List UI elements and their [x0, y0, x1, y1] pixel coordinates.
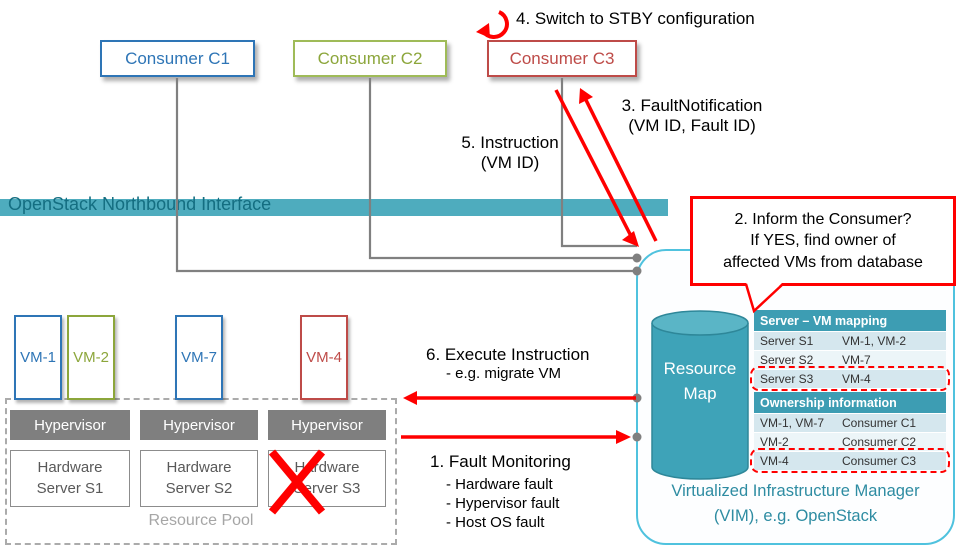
step1-item-hardware: - Hardware fault [446, 476, 553, 493]
consumer-c1-box: Consumer C1 [100, 40, 255, 77]
cell-server: Server S3 [760, 372, 814, 386]
vim-caption-line1: Virtualized Infrastructure Manager [671, 482, 920, 500]
step3-label: 3. FaultNotification (VM ID, Fault ID) [602, 96, 782, 136]
step6-line1: 6. Execute Instruction [426, 345, 590, 364]
resource-map-line1: Resource [663, 359, 737, 378]
resource-map-line2: Map [683, 384, 717, 403]
step5-label: 5. Instruction (VM ID) [425, 133, 595, 173]
hardware-server-s2-box: Hardware Server S2 [140, 450, 258, 507]
stby-loop-icon [476, 10, 509, 39]
table-row: VM-1, VM-7 Consumer C1 [754, 413, 946, 432]
step3-line2: (VM ID, Fault ID) [628, 116, 756, 135]
hypervisor-2-box: Hypervisor [140, 410, 258, 440]
vm-box-vm2: VM-2 [67, 315, 115, 400]
table-row: VM-2 Consumer C2 [754, 432, 946, 451]
hardware-server-s3-box: Hardware Server S3 [268, 450, 386, 507]
cell-vms: VM-4 [842, 372, 871, 386]
hypervisor-3-box: Hypervisor [268, 410, 386, 440]
vm-box-vm7: VM-7 [175, 315, 223, 400]
step1-title: 1. Fault Monitoring [430, 452, 571, 471]
server-s3-row-highlight [750, 366, 950, 391]
step1-label: 1. Fault Monitoring - Hardware fault - H… [430, 452, 571, 532]
cylinder-shape [651, 310, 749, 480]
northbound-interface-label: OpenStack Northbound Interface [8, 194, 272, 214]
hardware-server-s1-box: Hardware Server S1 [10, 450, 130, 507]
ownership-table-header: Ownership information [754, 392, 946, 413]
resource-map-label: Resource Map [651, 356, 749, 406]
inform-consumer-callout: 2. Inform the Consumer? If YES, find own… [690, 196, 956, 286]
cell-server: Server S2 [760, 353, 814, 367]
cylinder-body [651, 323, 749, 480]
cell-owner: Consumer C1 [842, 416, 917, 430]
step5-line1: 5. Instruction [461, 133, 559, 152]
table-row: Server S2 VM-7 [754, 350, 946, 369]
step1-item-hypervisor: - Hypervisor fault [446, 495, 560, 512]
ownership-table: Ownership information VM-1, VM-7 Consume… [754, 392, 946, 470]
consumer-c3-box: Consumer C3 [487, 40, 637, 77]
cell-vms: VM-1, VM-2 [842, 334, 907, 348]
cylinder-top [651, 310, 749, 336]
cell-vms: VM-7 [842, 353, 871, 367]
resource-map-cylinder [650, 309, 750, 481]
step2-line2: If YES, find owner of [750, 232, 896, 250]
table-row: Server S3 VM-4 [754, 369, 946, 388]
execute-instruction-arrow [403, 391, 636, 405]
cell-vm: VM-1, VM-7 [760, 416, 825, 430]
step2-line3: affected VMs from database [723, 253, 923, 271]
cell-owner: Consumer C3 [842, 454, 917, 468]
consumer-connector-lines [175, 78, 637, 273]
vim-caption: Virtualized Infrastructure Manager (VIM)… [638, 479, 953, 529]
vim-caption-line2: (VIM), e.g. OpenStack [713, 506, 878, 525]
hypervisor-1-box: Hypervisor [10, 410, 130, 440]
step5-line2: (VM ID) [480, 153, 540, 172]
fault-monitoring-arrow [401, 430, 631, 444]
vm4-owner-row-highlight [750, 448, 950, 473]
cell-owner: Consumer C2 [842, 435, 917, 449]
cell-vm: VM-2 [760, 435, 789, 449]
step6-line2: - e.g. migrate VM [446, 365, 562, 382]
step1-item-hostos: - Host OS fault [446, 514, 545, 531]
cell-server: Server S1 [760, 334, 814, 348]
step2-line1: 2. Inform the Consumer? [734, 211, 912, 229]
resource-pool-label: Resource Pool [148, 512, 254, 529]
cell-vm: VM-4 [760, 454, 789, 468]
table-row: Server S1 VM-1, VM-2 [754, 331, 946, 350]
server-vm-mapping-table: Server – VM mapping Server S1 VM-1, VM-2… [754, 310, 946, 388]
junction-dot [632, 253, 642, 263]
step4-label: 4. Switch to STBY configuration [516, 9, 755, 28]
consumer-c1-line [175, 78, 637, 273]
vm-box-vm1: VM-1 [14, 315, 62, 400]
consumer-c2-box: Consumer C2 [293, 40, 447, 77]
step3-line1: 3. FaultNotification [621, 96, 763, 115]
step6-label: 6. Execute Instruction - e.g. migrate VM [426, 345, 589, 382]
table-row: VM-4 Consumer C3 [754, 451, 946, 470]
vm-box-vm4: VM-4 [300, 315, 348, 400]
mapping-table-header: Server – VM mapping [754, 310, 946, 331]
